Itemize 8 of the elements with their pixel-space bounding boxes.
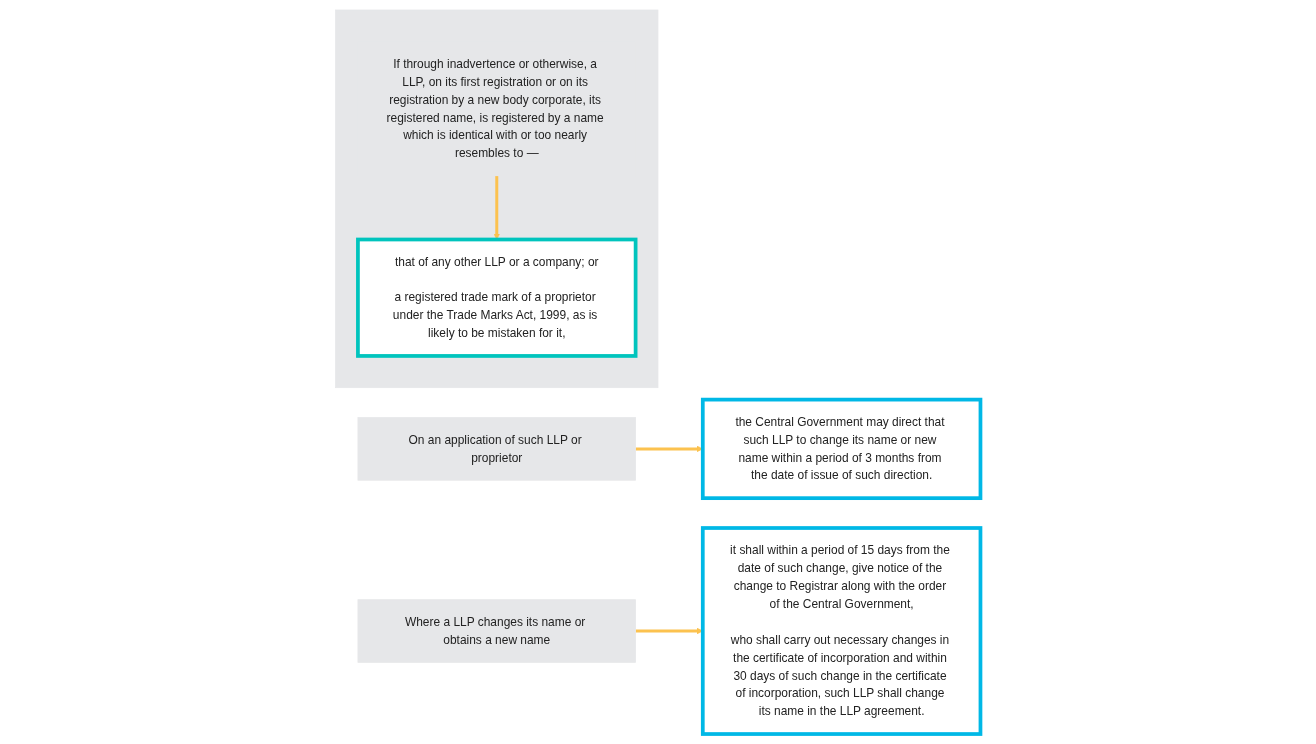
node-box: On an application of such LLP or proprietor: [357, 417, 636, 481]
node-box: the Central Government may direct that such LLP to change its name or new name within a period of 3 months from the date of issue of such direction.: [700, 397, 983, 500]
node-box: it shall within a period of 15 days from the date of such change, give notice of the change to Registrar along with the order of the Central Government, who shall carry out necessary changes in the certificate of incorporation and within 30 days of such change in the certificate of incorporation, such LLP shall change its name in the LLP agreement.: [700, 526, 983, 736]
arrow: [493, 176, 501, 240]
node-box: that of any other LLP or a company; or a registered trade mark of a proprietor under the Trade Marks Act, 1999, as is likely to be mistaken for it,: [356, 237, 638, 358]
cluster: [335, 9, 659, 389]
node-text: If through inadvertence or otherwise, a LLP, on its first registration or on its registration by a new body corporate, its registered name, is registered by a name which is identical with or too nearly resembles to —: [386, 57, 604, 160]
node-box: Where a LLP changes its name or obtains a new name: [357, 599, 636, 663]
